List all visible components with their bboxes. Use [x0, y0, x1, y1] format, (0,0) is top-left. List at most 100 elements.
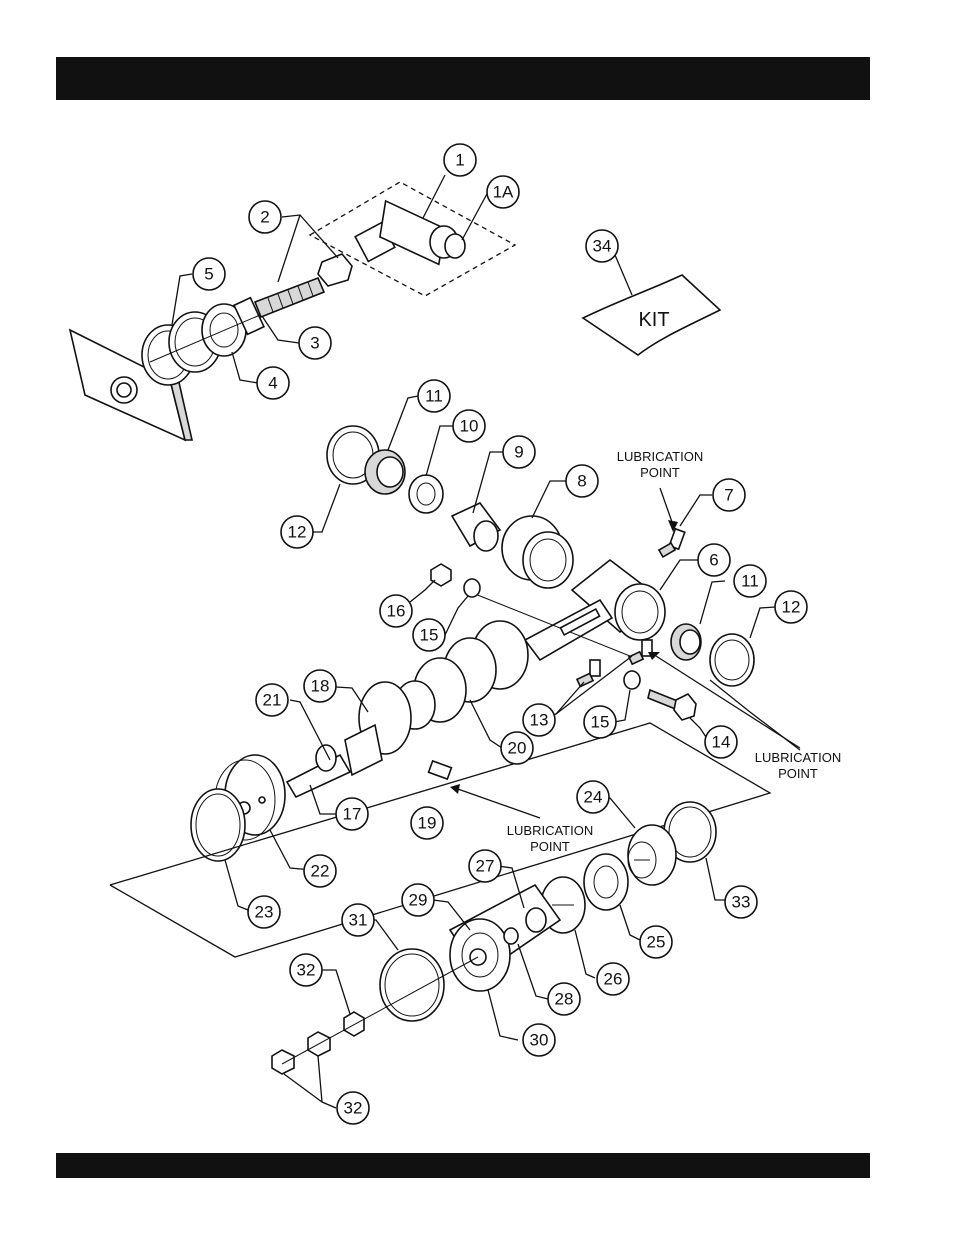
- svg-text:8: 8: [577, 472, 586, 491]
- callout-31: 31: [342, 904, 374, 936]
- washer-15-right: [624, 671, 640, 689]
- svg-text:26: 26: [604, 970, 623, 989]
- callout-1: 1: [444, 144, 476, 176]
- bearing-10: [409, 475, 443, 513]
- hex-nut-32-lower: [272, 1050, 294, 1074]
- hex-nut-16: [431, 564, 451, 586]
- callout-25: 25: [640, 926, 672, 958]
- spring-assembly: [142, 298, 264, 385]
- bolt-14: [648, 690, 696, 720]
- svg-text:2: 2: [260, 208, 269, 227]
- svg-text:9: 9: [514, 443, 523, 462]
- callout-5: 5: [193, 258, 225, 290]
- callout-15-left: 15: [413, 619, 445, 651]
- svg-text:13: 13: [530, 711, 549, 730]
- callout-24: 24: [577, 781, 609, 813]
- callout-34: 34: [586, 230, 618, 262]
- callout-1a: 1A: [487, 176, 519, 208]
- svg-text:30: 30: [530, 1031, 549, 1050]
- oring-23: [191, 789, 245, 861]
- callout-20: 20: [501, 732, 533, 764]
- svg-text:23: 23: [255, 903, 274, 922]
- hex-nut-small: [318, 254, 352, 286]
- callout-9: 9: [503, 436, 535, 468]
- callout-12-right: 12: [775, 591, 807, 623]
- bearing-11: [365, 450, 405, 494]
- svg-text:12: 12: [782, 598, 801, 617]
- callout-22: 22: [304, 855, 336, 887]
- lubrication-note-top-line1: LUBRICATION: [617, 449, 703, 464]
- callout-7: 7: [713, 479, 745, 511]
- svg-text:31: 31: [349, 911, 368, 930]
- grease-fitting-7: [659, 529, 685, 557]
- svg-text:3: 3: [310, 334, 319, 353]
- svg-text:12: 12: [288, 523, 307, 542]
- bearing-11-right: [671, 624, 701, 660]
- callout-32-lower: 32: [337, 1092, 369, 1124]
- svg-text:27: 27: [476, 857, 495, 876]
- svg-text:17: 17: [343, 805, 362, 824]
- callout-26: 26: [597, 963, 629, 995]
- svg-text:10: 10: [460, 417, 479, 436]
- piston-24: [628, 825, 676, 885]
- callout-14: 14: [705, 726, 737, 758]
- svg-text:6: 6: [709, 551, 718, 570]
- svg-text:15: 15: [420, 626, 439, 645]
- kit-package: KIT: [583, 275, 720, 355]
- lubrication-note-bottom-line1: LUBRICATION: [507, 823, 593, 838]
- callout-10: 10: [453, 410, 485, 442]
- callout-4: 4: [257, 367, 289, 399]
- svg-text:16: 16: [387, 602, 406, 621]
- callout-27: 27: [469, 850, 501, 882]
- callout-16: 16: [380, 595, 412, 627]
- svg-text:24: 24: [584, 788, 603, 807]
- lubrication-note-right-line2: POINT: [778, 766, 818, 781]
- callout-11: 11: [418, 380, 450, 412]
- callout-30: 30: [523, 1024, 555, 1056]
- cylinder-block: [450, 885, 560, 991]
- shaft-assembly: [287, 592, 640, 797]
- lubrication-note-bottom-line2: POINT: [530, 839, 570, 854]
- kit-label: KIT: [638, 309, 669, 331]
- callout-28: 28: [548, 983, 580, 1015]
- svg-text:7: 7: [724, 486, 733, 505]
- svg-text:21: 21: [263, 691, 282, 710]
- callout-21: 21: [256, 684, 288, 716]
- threaded-stem: [255, 278, 324, 317]
- sleeve-8: [502, 516, 573, 588]
- svg-text:29: 29: [409, 891, 428, 910]
- svg-text:4: 4: [268, 374, 277, 393]
- svg-text:33: 33: [732, 893, 751, 912]
- hex-nut-32-upper: [344, 1012, 364, 1036]
- svg-text:34: 34: [593, 237, 612, 256]
- callout-18: 18: [304, 670, 336, 702]
- callout-13: 13: [523, 704, 555, 736]
- svg-text:1: 1: [455, 151, 464, 170]
- callout-8: 8: [566, 465, 598, 497]
- svg-text:1A: 1A: [493, 183, 514, 202]
- callout-11-right: 11: [734, 565, 766, 597]
- callout-29: 29: [402, 884, 434, 916]
- svg-text:11: 11: [425, 387, 443, 406]
- svg-text:5: 5: [204, 265, 213, 284]
- lubrication-note-right-line1: LUBRICATION: [755, 750, 841, 765]
- washer-25: [584, 854, 628, 910]
- svg-text:15: 15: [591, 713, 610, 732]
- bushing-9: [452, 503, 500, 551]
- callout-12: 12: [281, 516, 313, 548]
- svg-text:32: 32: [297, 961, 316, 980]
- svg-text:25: 25: [647, 933, 666, 952]
- callout-2: 2: [249, 201, 281, 233]
- grease-fitting-19: [429, 761, 452, 779]
- callout-33: 33: [725, 886, 757, 918]
- bearing-washer-12-right: [710, 634, 754, 686]
- svg-text:28: 28: [555, 990, 574, 1009]
- callout-6: 6: [698, 544, 730, 576]
- washer-15-left: [464, 579, 480, 597]
- callout-17: 17: [336, 798, 368, 830]
- callout-23: 23: [248, 896, 280, 928]
- svg-text:19: 19: [418, 814, 437, 833]
- svg-text:20: 20: [508, 739, 527, 758]
- svg-text:32: 32: [344, 1099, 363, 1118]
